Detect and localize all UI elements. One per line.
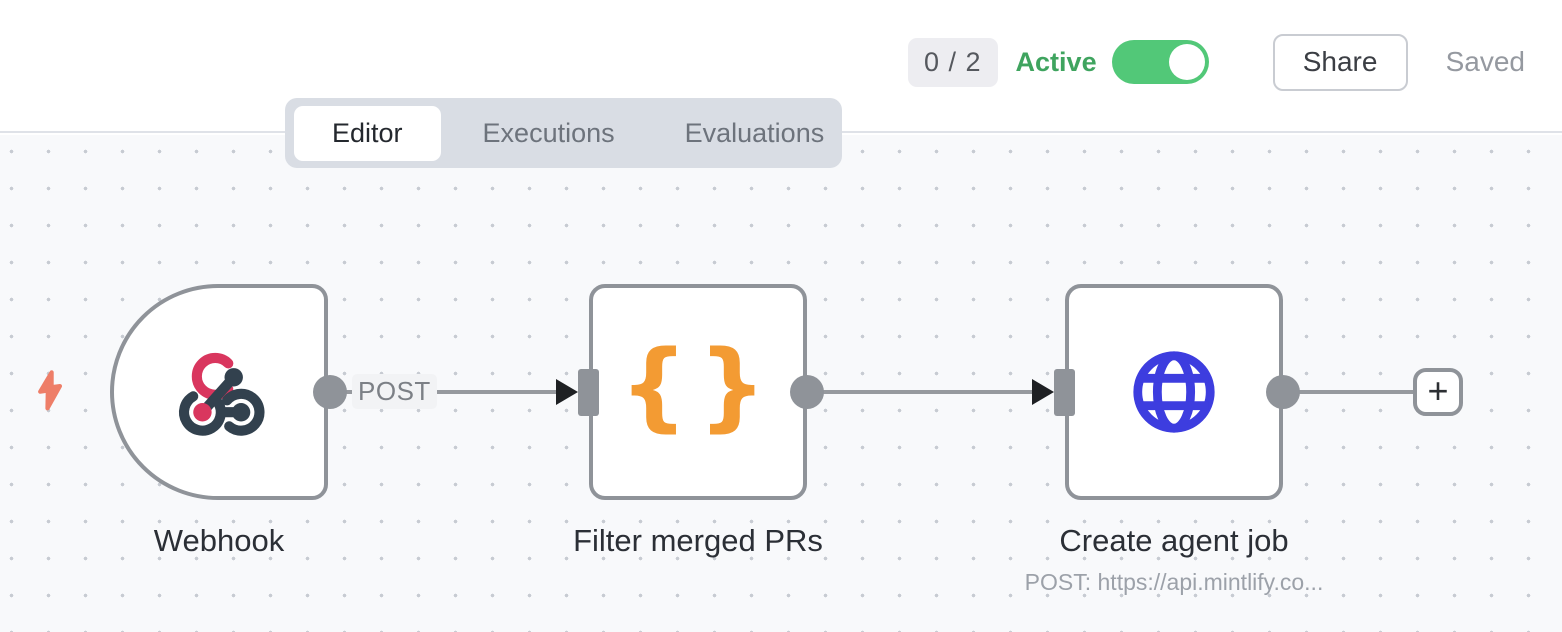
node-label-filter: Filter merged PRs — [573, 523, 823, 558]
code-braces-icon: {} — [619, 330, 777, 442]
node-subtitle-http-endpoint: POST: https://api.mintlify.co... — [1024, 569, 1324, 595]
webhook-icon — [179, 352, 265, 436]
node-create-agent-job[interactable] — [1065, 284, 1283, 500]
filter-input-port[interactable] — [578, 369, 599, 416]
http-input-port[interactable] — [1054, 369, 1075, 416]
tab-editor[interactable]: Editor — [294, 105, 441, 161]
add-node-button[interactable]: + — [1413, 368, 1463, 416]
node-filter-merged-prs[interactable]: {} — [589, 284, 807, 500]
tab-executions[interactable]: Executions — [482, 117, 615, 148]
connection-http-to-add — [1297, 390, 1415, 394]
node-webhook[interactable] — [110, 284, 328, 500]
connection-webhook-to-filter — [340, 390, 558, 394]
filter-input-arrow-icon — [556, 379, 578, 405]
header-controls: 0 / 2 Active Share Saved — [908, 22, 1562, 102]
saved-status: Saved — [1445, 46, 1525, 77]
share-button[interactable]: Share — [1272, 33, 1408, 91]
http-output-port[interactable] — [1266, 375, 1300, 409]
active-label: Active — [1015, 46, 1097, 77]
filter-output-port[interactable] — [790, 375, 824, 409]
lightning-bolt-icon — [38, 370, 63, 411]
node-label-create-agent-job: Create agent job — [1059, 523, 1289, 558]
webhook-method-label: POST — [352, 374, 437, 409]
view-tabs: Editor Executions Evaluations — [285, 98, 842, 168]
active-toggle[interactable] — [1111, 40, 1209, 84]
globe-icon — [1133, 351, 1215, 433]
webhook-output-port[interactable] — [313, 375, 347, 409]
node-label-webhook: Webhook — [153, 523, 285, 558]
execution-count-badge: 0 / 2 — [908, 37, 998, 87]
tab-evaluations[interactable]: Evaluations — [684, 117, 825, 148]
http-input-arrow-icon — [1032, 379, 1054, 405]
toggle-knob — [1168, 44, 1205, 80]
connection-filter-to-http — [820, 390, 1034, 394]
workflow-canvas[interactable]: {} POST — [0, 135, 1562, 632]
